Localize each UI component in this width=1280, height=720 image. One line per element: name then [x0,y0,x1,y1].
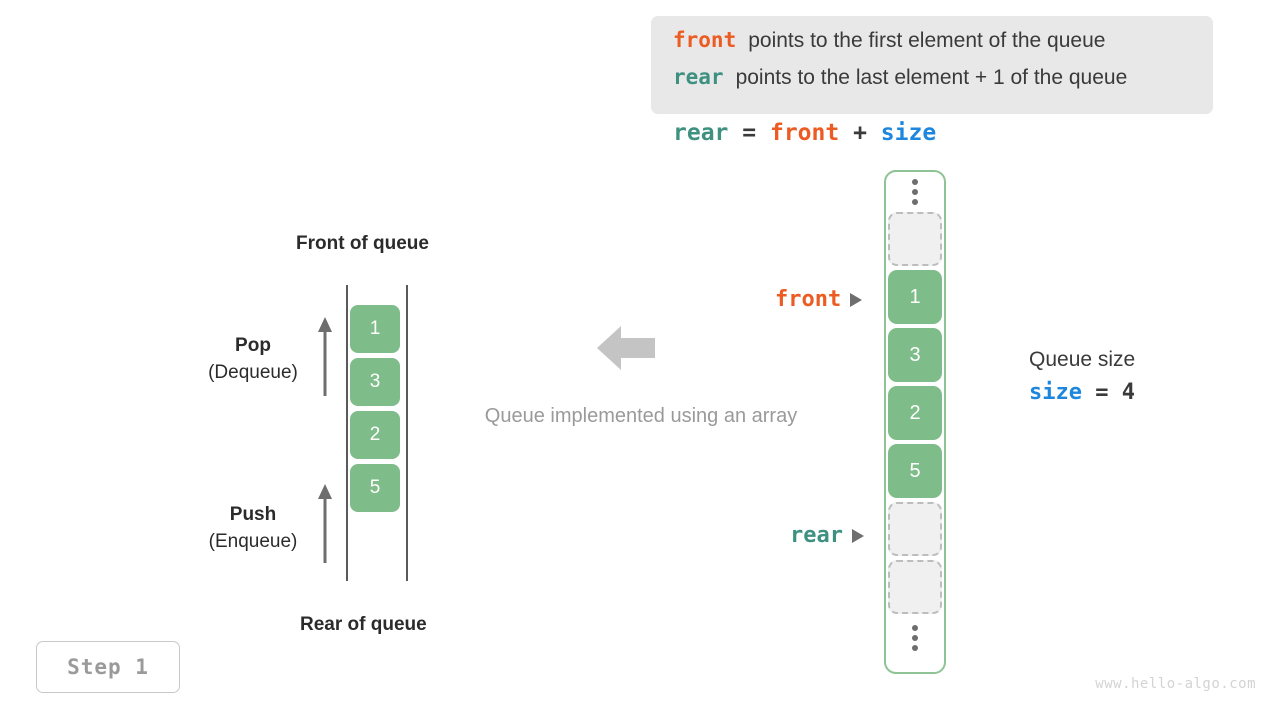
queue-rail-left [346,285,348,581]
rear-pointer-label: rear [790,523,864,548]
pop-operation-label: Pop (Dequeue) [188,333,318,387]
front-of-queue-label: Front of queue [296,233,429,254]
array-slot-empty [888,560,942,614]
rear-pointer-triangle-icon [851,528,864,543]
size-value: 4 [1121,380,1135,405]
center-caption: Queue implemented using an array [484,405,798,427]
array-slot-filled: 3 [888,328,942,382]
formula-equals: = [742,120,757,146]
rear-pointer-text: rear [790,523,843,548]
queue-size-title: Queue size [1029,348,1136,371]
formula-size: size [880,120,937,146]
pop-up-arrow-icon [318,317,332,396]
pop-title: Pop [235,335,271,356]
top-ellipsis-icon [912,172,918,212]
pop-subtitle: (Dequeue) [208,362,298,383]
queue-size-expression: size = 4 [1029,376,1135,410]
front-pointer-label: front [775,287,863,312]
queue-rail-right [406,285,408,581]
queue-cell: 1 [350,305,400,353]
formula-plus: + [853,120,867,146]
watermark: www.hello-algo.com [1095,676,1256,692]
array-slot-filled: 2 [888,386,942,440]
array-slot-filled: 1 [888,270,942,324]
legend-box: front points to the first element of the… [651,16,1213,114]
legend-line-rear: rear points to the last element + 1 of t… [673,65,1191,102]
queue-size-note: Queue size size = 4 [1029,344,1135,410]
bottom-ellipsis-icon [912,618,918,658]
formula-rear: rear [673,120,729,146]
legend-text-front: points to the first element of the queue [748,29,1106,52]
queue-cell: 2 [350,411,400,459]
size-equals: = [1095,380,1109,405]
front-pointer-text: front [775,287,842,312]
left-arrow-icon [597,326,655,370]
legend-keyword-front: front [673,28,737,52]
push-subtitle: (Enqueue) [208,531,298,552]
step-badge: Step 1 [36,641,180,693]
array-slot-empty [888,502,942,556]
front-pointer-triangle-icon [850,292,863,307]
queue-cell-list: 1 3 2 5 [350,305,400,517]
push-up-arrow-icon [318,484,332,563]
array-slot-empty [888,212,942,266]
formula-expression: rear = front + size [673,120,936,146]
push-operation-label: Push (Enqueue) [188,502,318,556]
size-var: size [1029,380,1082,405]
queue-cell: 3 [350,358,400,406]
array-slot-filled: 5 [888,444,942,498]
legend-text-rear: points to the last element + 1 of the qu… [735,66,1128,89]
push-title: Push [229,504,277,525]
legend-keyword-rear: rear [673,65,724,89]
legend-line-front: front points to the first element of the… [673,28,1191,65]
queue-cell: 5 [350,464,400,512]
formula-front: front [769,120,840,146]
rear-of-queue-label: Rear of queue [300,614,427,635]
